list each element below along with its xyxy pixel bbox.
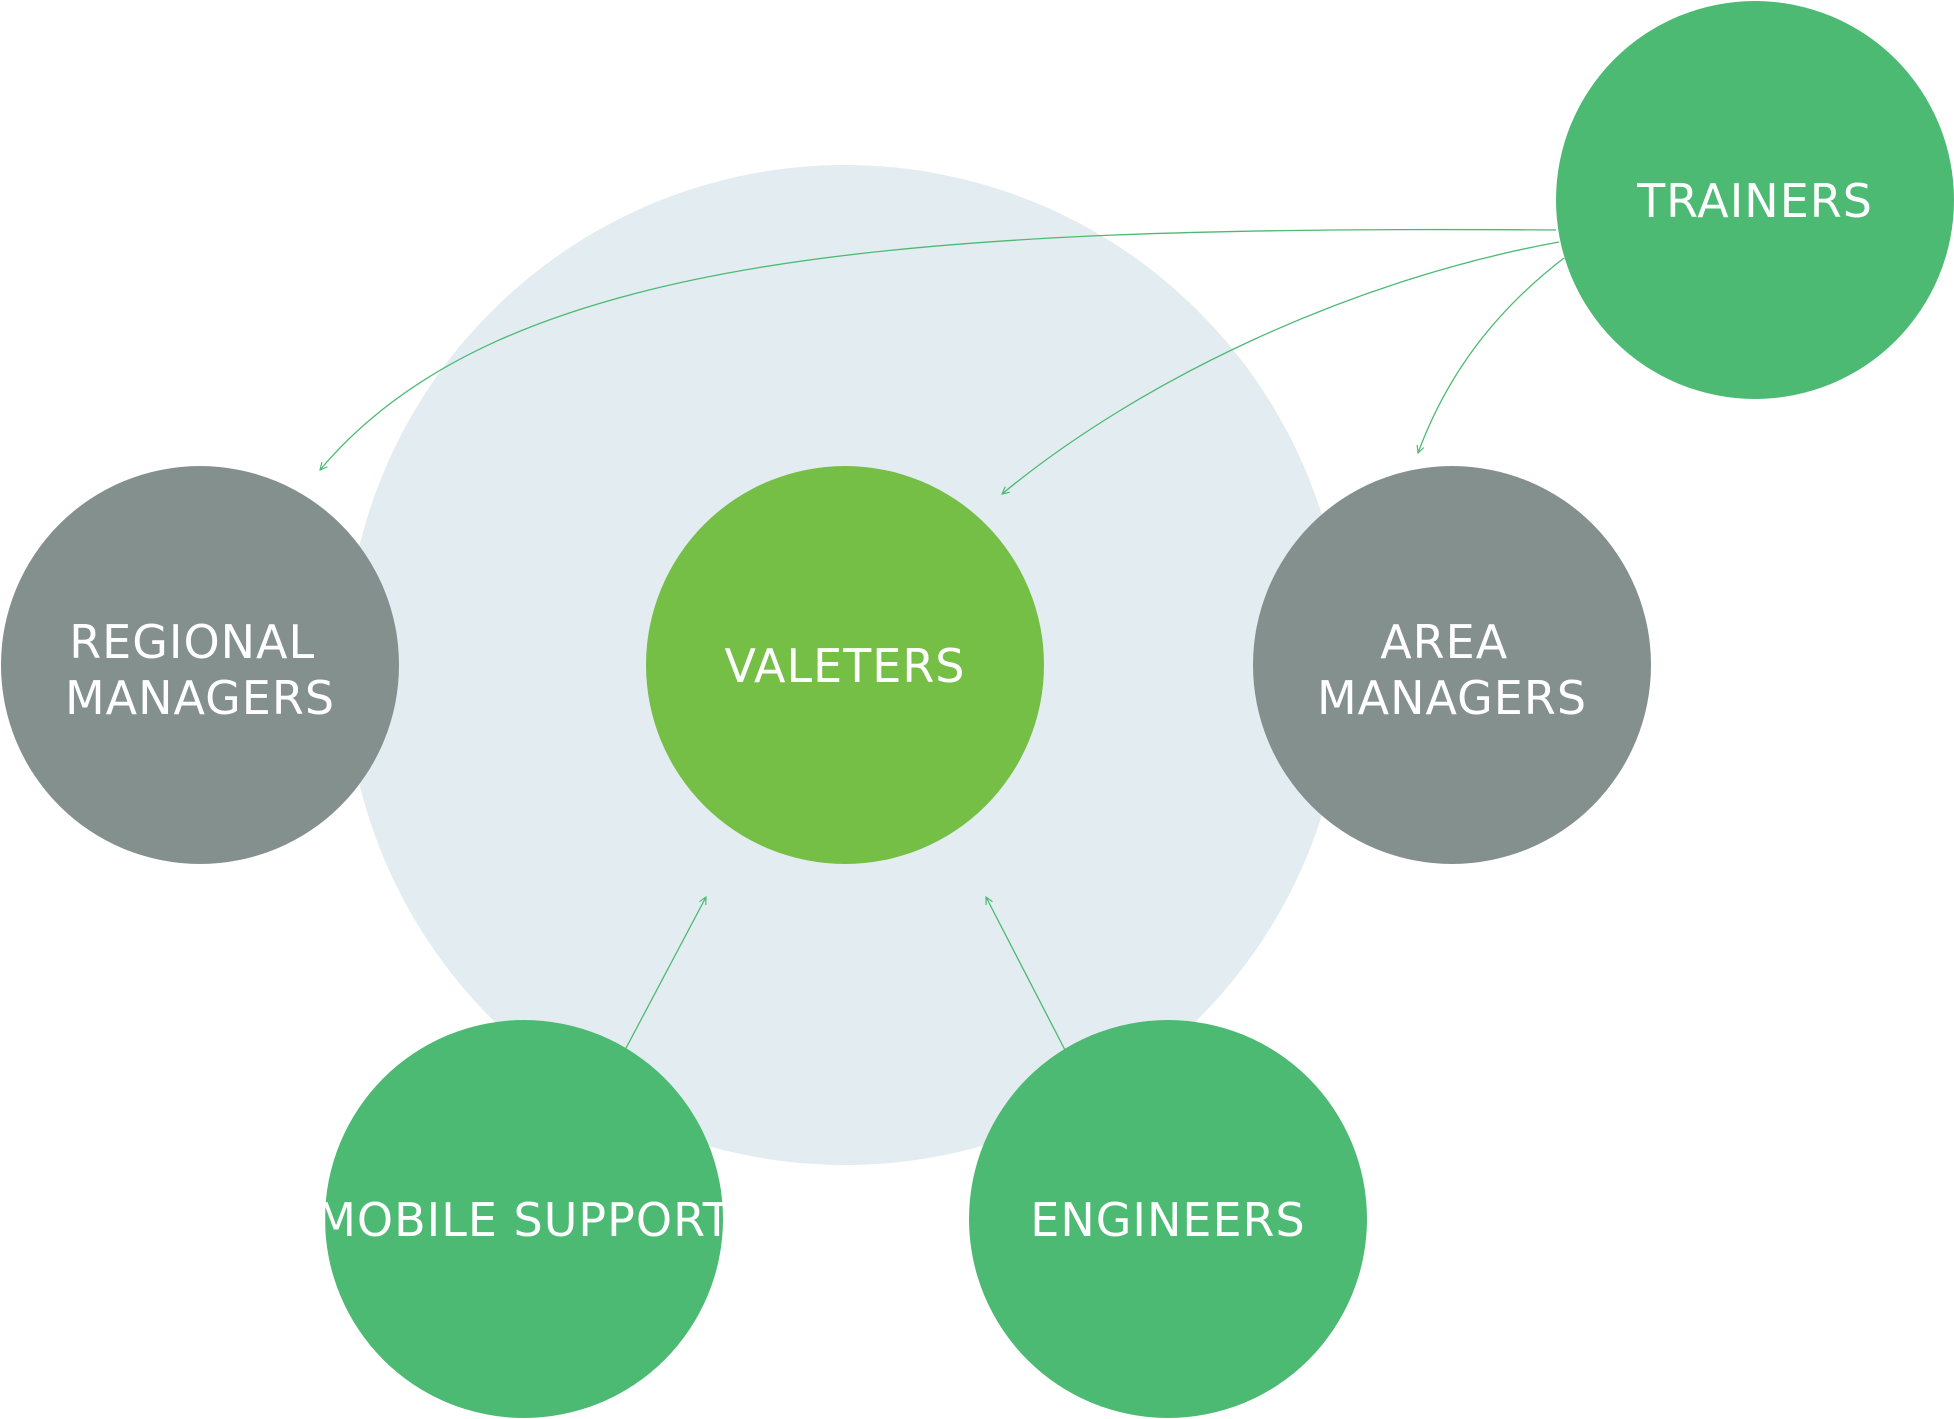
node-regional-managers: REGIONAL MANAGERS — [1, 466, 399, 864]
node-trainers: TRAINERS — [1556, 1, 1954, 399]
svg-text:MOBILE SUPPORT: MOBILE SUPPORT — [316, 1193, 732, 1247]
connectors — [320, 228, 1565, 1051]
node-mobile-support-label-line-1: MOBILE SUPPORT — [316, 1193, 732, 1247]
svg-text:TRAINERS: TRAINERS — [1636, 174, 1873, 228]
svg-text:AREA MANAGERS: AREA MANAGERS — [1317, 615, 1587, 725]
node-area-managers-label-line-1: AREA — [1380, 615, 1508, 669]
node-engineers-circle — [969, 1020, 1367, 1418]
node-valeters-label-line-1: VALETERS — [724, 639, 965, 693]
node-regional-managers-circle — [1, 466, 399, 864]
connector-trainers-area-managers — [1418, 257, 1565, 453]
connector-trainers-regional-managers — [320, 228, 1557, 470]
svg-text:REGIONAL MANAGERS: REGIONAL MANAGERS — [65, 615, 335, 725]
node-valeters: VALETERS — [646, 466, 1044, 864]
node-engineers: ENGINEERS — [969, 1020, 1367, 1418]
node-engineers-label-line-1: ENGINEERS — [1030, 1193, 1305, 1247]
node-regional-managers-label-line-2: MANAGERS — [65, 671, 335, 725]
node-mobile-support: MOBILE SUPPORT — [316, 1020, 732, 1418]
node-valeters-circle — [646, 466, 1044, 864]
node-mobile-support-circle — [325, 1020, 723, 1418]
svg-text:VALETERS: VALETERS — [724, 639, 965, 693]
connector-trainers-valeters — [1002, 241, 1560, 494]
node-area-managers: AREA MANAGERS — [1253, 466, 1651, 864]
node-area-managers-circle — [1253, 466, 1651, 864]
node-regional-managers-label-line-1: REGIONAL — [69, 615, 315, 669]
node-area-managers-label-line-2: MANAGERS — [1317, 671, 1587, 725]
connector-mobile-support-valeters — [624, 897, 706, 1051]
svg-text:ENGINEERS: ENGINEERS — [1030, 1193, 1305, 1247]
connector-engineers-valeters — [986, 897, 1066, 1051]
node-trainers-circle — [1556, 1, 1954, 399]
node-trainers-label-line-1: TRAINERS — [1636, 174, 1873, 228]
